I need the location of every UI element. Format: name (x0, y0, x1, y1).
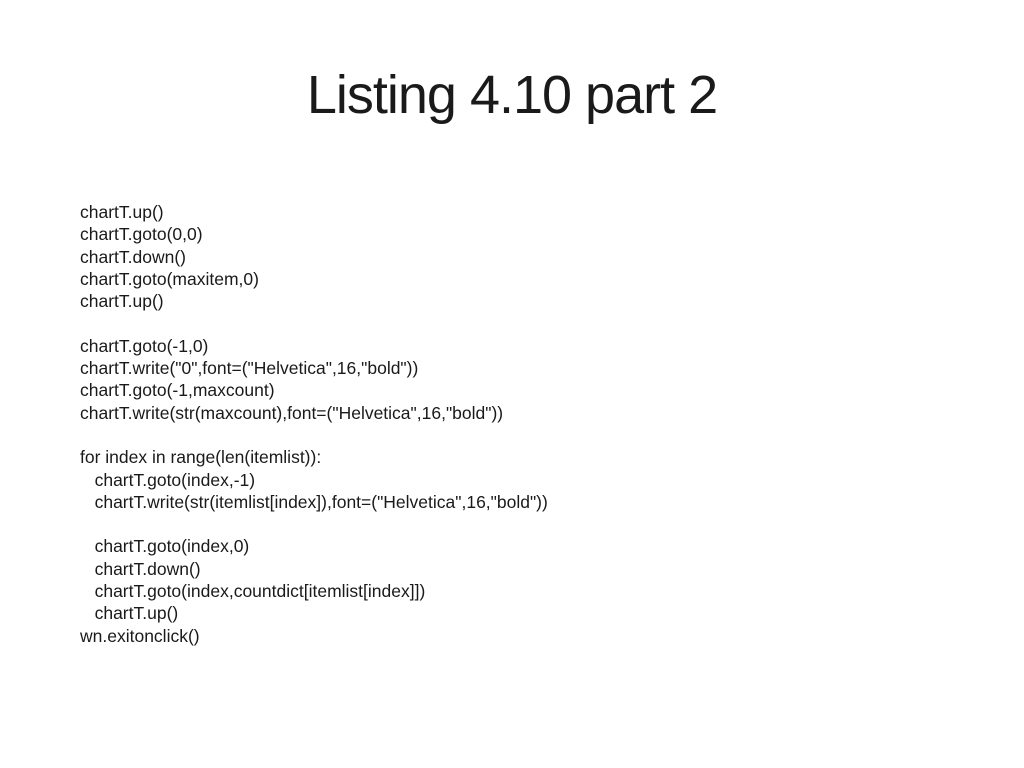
code-line: chartT.down() (80, 246, 187, 267)
code-line: chartT.up() (80, 202, 164, 222)
slide-title: Listing 4.10 part 2 (306, 65, 718, 125)
code-line-blank (80, 513, 548, 535)
code-line: wn.exitonclick() (80, 625, 200, 646)
code-line: chartT.goto(-1,maxcount) (80, 380, 275, 401)
code-line: chartT.down() (80, 558, 201, 579)
code-line: for index in range(len(itemlist)): (80, 447, 322, 468)
code-block: chartT.up() chartT.goto(0,0) chartT.down… (80, 201, 548, 647)
code-line: chartT.up() (80, 603, 179, 624)
code-line: chartT.goto(index,0) (80, 536, 250, 557)
code-line-blank (80, 424, 548, 446)
code-line: chartT.write("0",font=("Helvetica",16,"b… (80, 358, 419, 379)
code-line: chartT.up() (80, 291, 164, 312)
code-line: chartT.write(str(maxcount),font=("Helvet… (80, 402, 504, 423)
code-line: chartT.goto(0,0) (80, 224, 203, 245)
code-line: chartT.write(str(itemlist[index]),font=(… (80, 491, 548, 512)
code-line: chartT.goto(maxitem,0) (80, 268, 259, 289)
code-line: chartT.goto(index,-1) (80, 469, 256, 490)
code-line: chartT.goto(index,countdict[itemlist[ind… (80, 581, 426, 602)
code-line: chartT.goto(-1,0) (80, 335, 209, 356)
code-line-blank (80, 312, 548, 334)
